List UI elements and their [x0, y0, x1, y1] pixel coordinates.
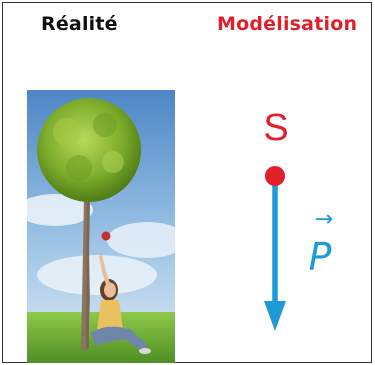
cloud [37, 255, 157, 295]
modeling-heading: Modélisation [217, 13, 358, 35]
reality-heading: Réalité [41, 13, 118, 35]
girl-legs [91, 326, 148, 352]
girl-arm [99, 255, 111, 288]
diagram-frame: Réalité Modélisation [2, 2, 372, 363]
force-model: S → P [228, 98, 338, 348]
application-point [265, 166, 285, 186]
tree-crown [37, 98, 141, 202]
weight-vector-diagram: S → P [263, 107, 333, 331]
tree-and-apple-illustration [27, 90, 175, 363]
tree-trunk-shade [86, 200, 90, 348]
apple-icon [101, 231, 111, 241]
vector-arrow-symbol: → [315, 207, 333, 232]
girl-body [97, 300, 123, 330]
cloud [107, 222, 175, 258]
weight-vector-arrowhead [264, 301, 286, 331]
vector-label: P [309, 235, 332, 279]
point-label: S [263, 107, 288, 149]
cloud [27, 194, 93, 226]
girl-shoe [139, 348, 151, 354]
reality-photo [27, 90, 175, 363]
